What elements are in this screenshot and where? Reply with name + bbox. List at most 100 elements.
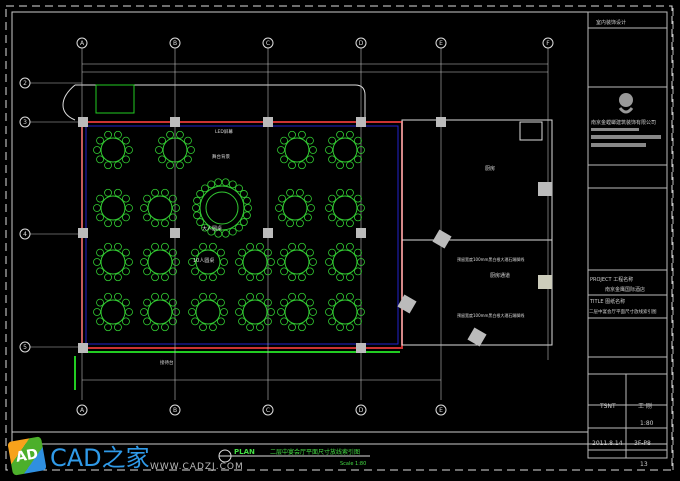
checker-value: 王 刚	[638, 402, 652, 410]
label-led: LED屏幕	[215, 128, 233, 135]
chair	[191, 248, 199, 257]
chair	[309, 258, 317, 266]
chair	[336, 161, 344, 170]
chair	[209, 273, 217, 282]
chair	[191, 317, 199, 326]
chair	[309, 308, 317, 316]
chair	[278, 213, 286, 222]
chair	[151, 188, 159, 197]
chair	[336, 292, 344, 301]
chair	[306, 317, 314, 326]
chair	[214, 178, 223, 187]
chair	[143, 194, 151, 203]
round-table	[93, 188, 133, 228]
chair	[166, 130, 174, 139]
chair	[196, 190, 205, 198]
chair	[238, 317, 246, 326]
chair	[125, 258, 133, 266]
chair	[143, 213, 151, 222]
chair	[286, 188, 294, 197]
chair	[228, 180, 237, 189]
chair	[193, 196, 201, 205]
chair	[280, 248, 288, 257]
round-table	[192, 178, 252, 238]
chair	[93, 146, 101, 154]
chair	[264, 317, 272, 326]
label-round-table: 10人圆桌	[193, 257, 214, 264]
structural-columns	[78, 117, 552, 353]
chair	[114, 188, 122, 197]
chair	[125, 146, 133, 154]
chair	[161, 323, 169, 332]
chair	[172, 308, 180, 316]
grid-bubble	[355, 404, 367, 416]
chair	[143, 248, 151, 257]
chair	[325, 146, 333, 154]
chair	[235, 258, 243, 266]
chair	[209, 323, 217, 332]
chair	[298, 161, 306, 170]
chair	[336, 242, 344, 251]
grid-bubble	[355, 37, 367, 49]
chair	[275, 204, 283, 212]
grid-bubble-label: E	[439, 40, 443, 47]
chair	[188, 258, 196, 266]
chair	[280, 317, 288, 326]
chair	[354, 248, 362, 257]
grid-bubble	[262, 37, 274, 49]
chair	[207, 180, 216, 189]
chair	[304, 213, 312, 222]
chair	[114, 273, 122, 282]
round-table	[155, 130, 195, 170]
chair	[191, 267, 199, 276]
chair	[122, 213, 130, 222]
chair	[96, 317, 104, 326]
label-kitchen: 厨房	[485, 165, 495, 172]
chair	[235, 184, 243, 193]
watermark: AD CAD之家	[7, 435, 150, 476]
chair	[304, 194, 312, 203]
chair	[309, 146, 317, 154]
chair	[207, 227, 216, 236]
chair	[104, 323, 112, 332]
chair	[298, 323, 306, 332]
grid-bubble	[19, 77, 31, 89]
chair	[306, 298, 314, 307]
label-big-table: 大人圆桌	[202, 225, 222, 232]
chair	[239, 190, 248, 198]
chair	[288, 130, 296, 139]
chair	[220, 258, 228, 266]
chair	[104, 130, 112, 139]
chair	[104, 273, 112, 282]
chair	[354, 136, 362, 145]
chair	[288, 242, 296, 251]
chair	[354, 155, 362, 164]
grid-bubble-label: 5	[23, 344, 27, 351]
round-table	[235, 292, 275, 332]
chair	[192, 204, 200, 212]
plan-label: PLAN	[234, 448, 255, 456]
chair	[104, 161, 112, 170]
chair	[96, 267, 104, 276]
grid-bubble-label: A	[80, 40, 85, 47]
round-table	[325, 292, 365, 332]
chair	[280, 267, 288, 276]
chair	[336, 219, 344, 228]
chair	[336, 130, 344, 139]
chair	[184, 136, 192, 145]
scale-value: 1:80	[640, 420, 654, 427]
chair	[114, 323, 122, 332]
chair	[114, 292, 122, 301]
chair	[199, 323, 207, 332]
chair	[169, 194, 177, 203]
title-label: TITLE 图纸名称	[589, 298, 625, 305]
chair	[346, 292, 354, 301]
chair	[325, 258, 333, 266]
chair	[296, 188, 304, 197]
chair	[239, 218, 248, 226]
chair	[209, 292, 217, 301]
chair	[201, 223, 209, 232]
chair	[246, 323, 254, 332]
